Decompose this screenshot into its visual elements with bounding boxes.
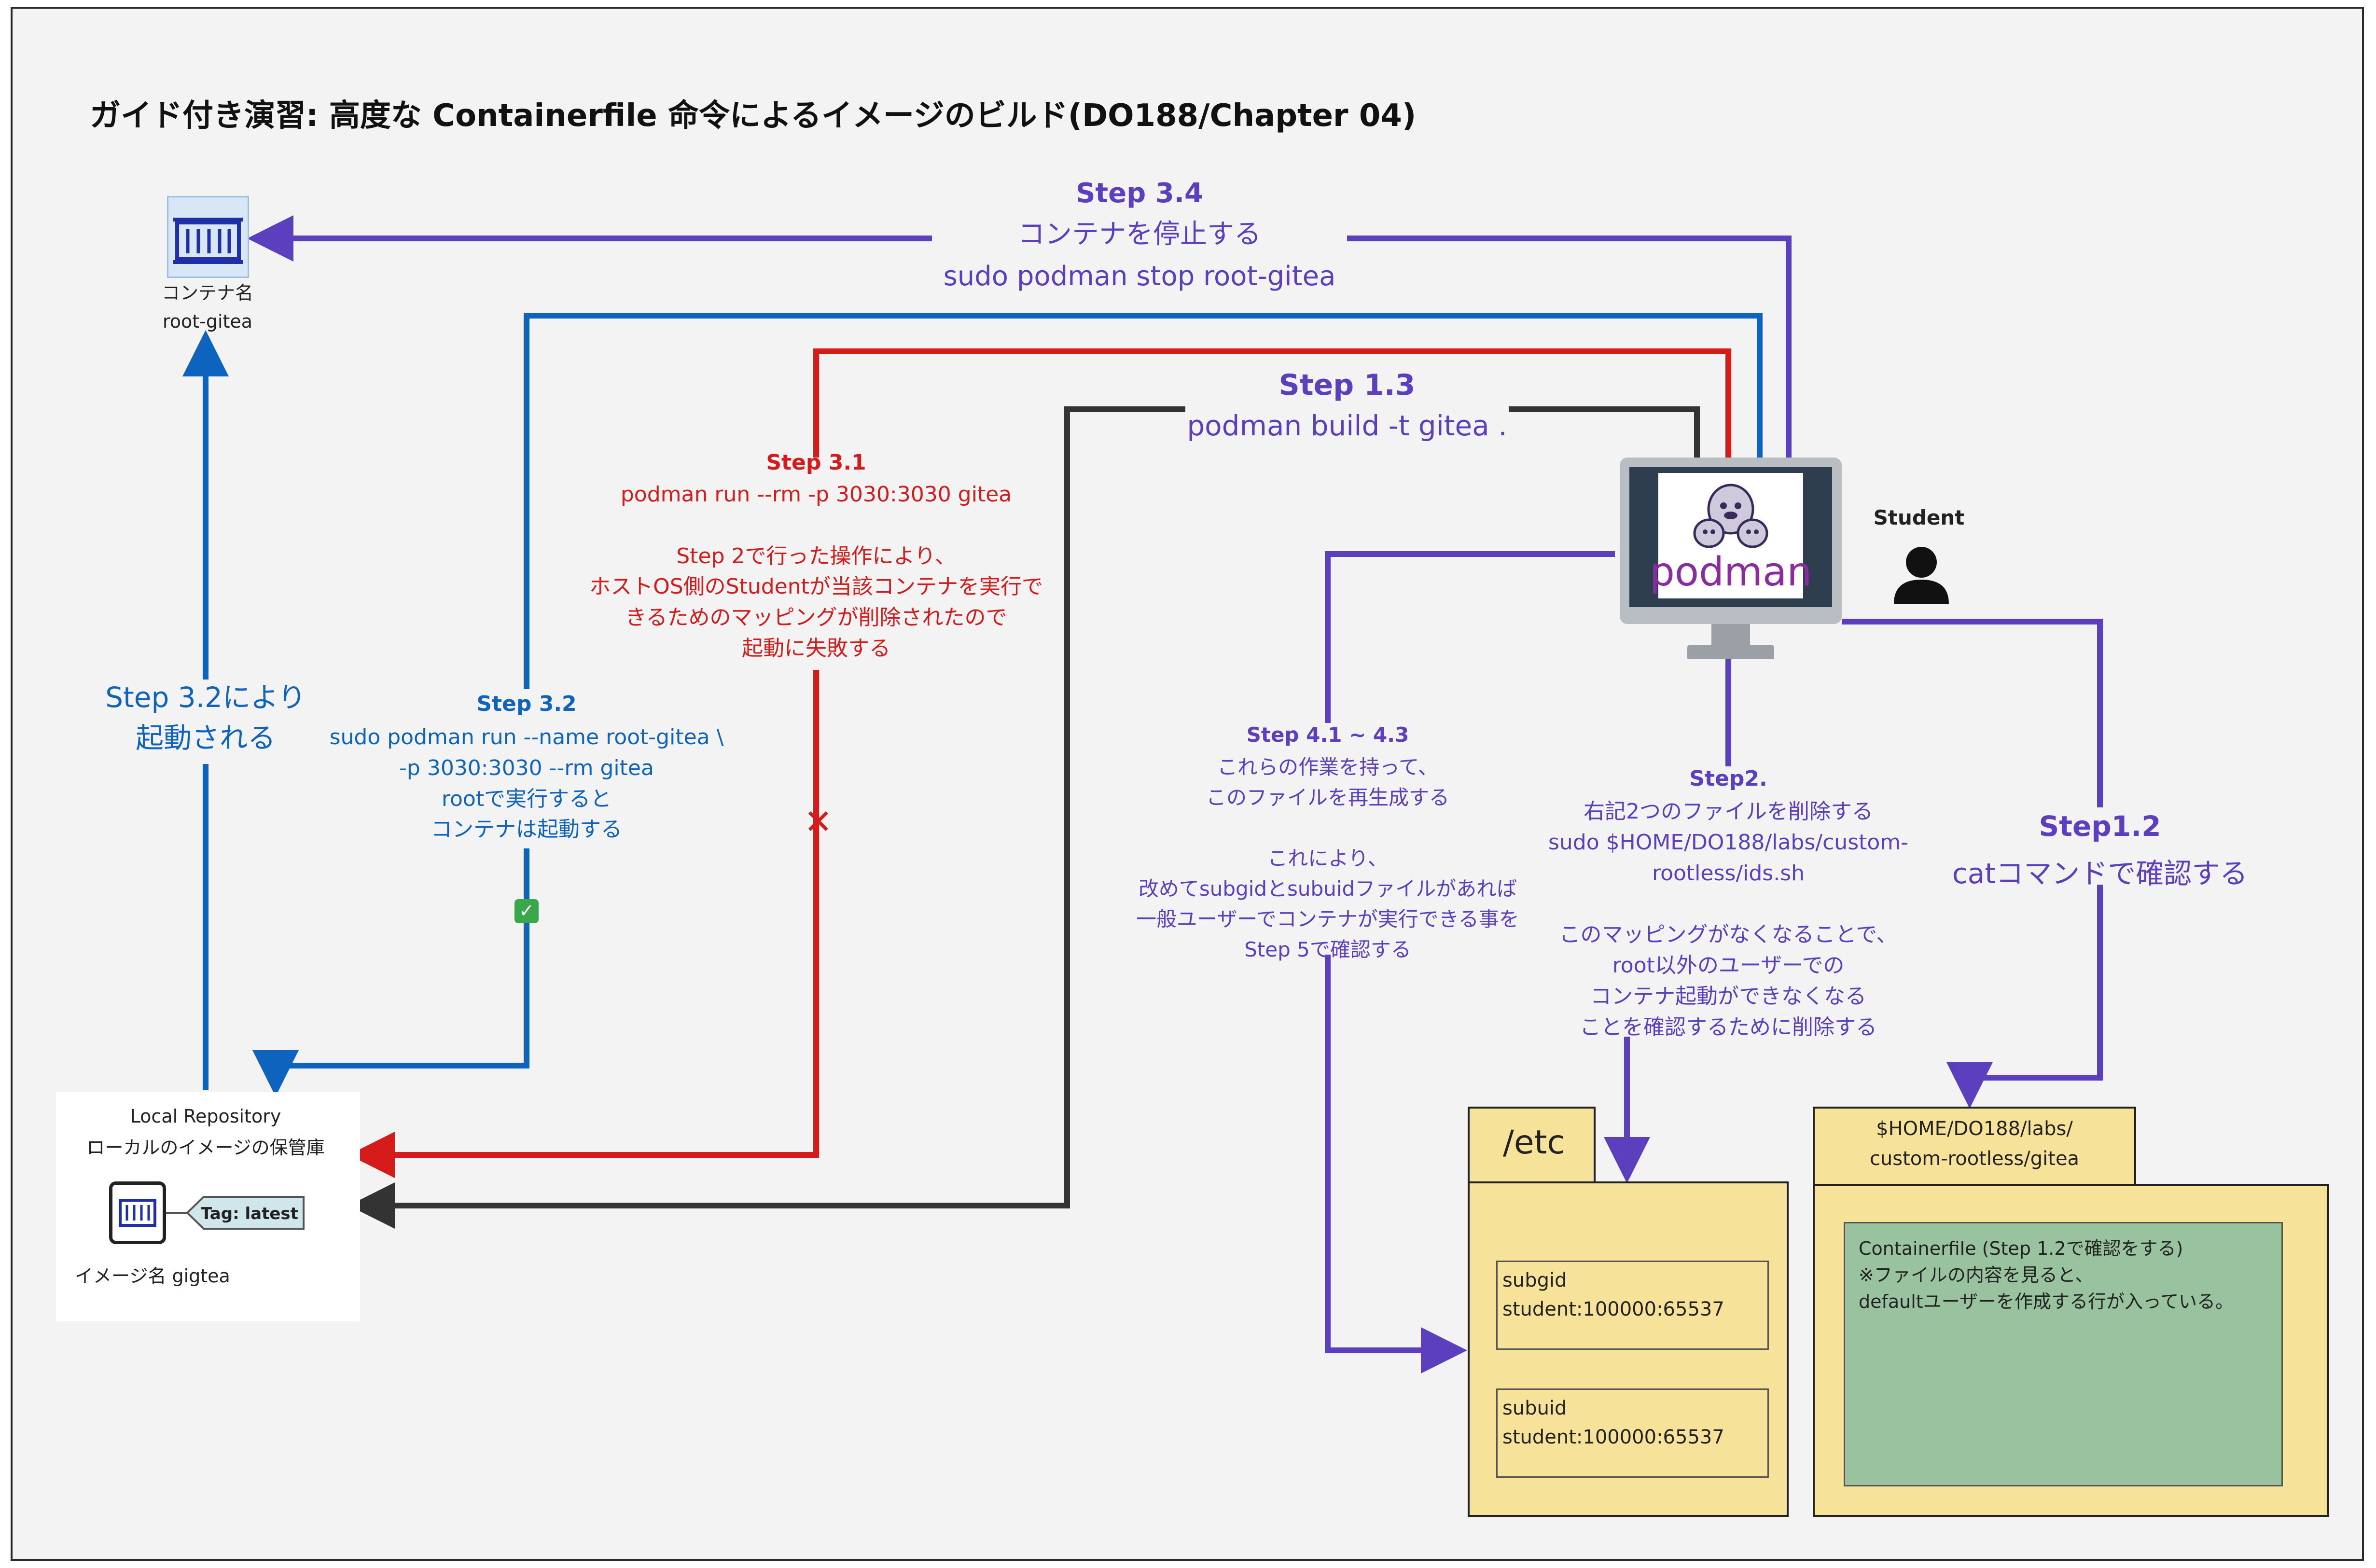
step-1-2-heading: Step1.2 [2039,810,2161,843]
gitea-folder-tab [1813,1107,2136,1186]
tag-label: Tag: latest [201,1204,298,1223]
diagram-canvas: ガイド付き演習: 高度な Containerfile 命令によるイメージのビルド… [11,7,2364,1561]
etc-folder: subgid student:100000:65537 subuid stude… [1468,1181,1789,1517]
step-4-heading: Step 4.1 ~ 4.3 [1246,723,1409,747]
image-container-glyph [119,1199,156,1227]
container-icon [167,196,249,278]
connector-step-1-3-arrow [348,406,1185,1229]
local-repository-subtitle: ローカルのイメージの保管庫 [86,1137,325,1158]
seal-mascot-icon [1693,484,1768,548]
connector-step-1-2 [1842,619,2103,807]
connector-step-3-2-lower [252,848,529,1096]
step-3-1-heading: Step 3.1 [766,450,866,475]
step-3-1-body: podman run --rm -p 3030:3030 gitea Step … [589,482,1043,661]
step-1-3-heading: Step 1.3 [1278,368,1416,402]
step-3-2-body: sudo podman run --name root-gitea \ -p 3… [329,725,724,842]
monitor-base [1687,645,1774,659]
step-3-2-heading: Step 3.2 [476,692,577,716]
connector-step-3-1-lower [348,670,819,1178]
image-name-label: イメージ名 gigtea [75,1265,230,1287]
step-2-heading: Step2. [1689,766,1767,791]
gitea-folder-label: $HOME/DO188/labs/ custom-rootless/gitea [1869,1118,2080,1170]
podman-logo-text: podman [1649,549,1812,595]
connector-step-3-2 [524,313,1763,689]
subgid-entry: subgid student:100000:65537 [1496,1261,1769,1350]
connector-step-3-1 [813,348,1731,458]
student-user-icon [1894,547,1949,604]
image-icon [109,1181,166,1244]
fail-marker-icon: ✕ [804,802,833,842]
connector-step-3-4 [1347,236,1792,458]
podman-monitor: podman [1620,458,1842,624]
connector-step-1-3 [1509,406,1700,458]
step-3-2-started-label: Step 3.2により 起動される [105,681,306,755]
monitor-screen: podman [1629,467,1832,607]
gitea-folder: Containerfile (Step 1.2で確認をする) ※ファイルの内容を… [1813,1184,2329,1517]
step-3-4-body: コンテナを停止する sudo podman stop root-gitea [943,219,1336,292]
containerfile-note: Containerfile (Step 1.2で確認をする) ※ファイルの内容を… [1844,1222,2283,1486]
step-1-2-body: catコマンドで確認する [1952,857,2248,890]
containerfile-note-text: Containerfile (Step 1.2で確認をする) ※ファイルの内容を… [1859,1238,2234,1313]
shipping-container-icon [173,218,243,264]
step-1-3-body: podman build -t gitea . [1187,409,1507,442]
diagram-title: ガイド付き演習: 高度な Containerfile 命令によるイメージのビルド… [90,98,1417,134]
subuid-entry: subuid student:100000:65537 [1496,1388,1769,1478]
local-repository-title: Local Repository [130,1106,281,1127]
connector-layer [182,215,2103,1374]
success-marker-icon: ✓ [514,899,539,923]
local-repository: Local Repository ローカルのイメージの保管庫 Tag: late… [56,1092,360,1321]
step-2-body: 右記2つのファイルを削除する sudo $HOME/DO188/labs/cus… [1548,799,1909,1040]
etc-folder-label: /etc [1503,1124,1565,1162]
student-label: Student [1873,506,1965,529]
step-3-4-heading: Step 3.4 [1076,178,1203,209]
container-label: コンテナ名 root-gitea [161,282,254,332]
connector-step-1-2-arrow [1946,885,2103,1109]
connector-step-4-lower [1325,955,1467,1374]
podman-logo: podman [1650,473,1812,598]
tag-shape [166,1196,305,1230]
step-4-body: これらの作業を持って、 このファイルを再生成する これにより、 改めてsubgi… [1136,755,1519,961]
connector-step-4 [1325,551,1615,723]
